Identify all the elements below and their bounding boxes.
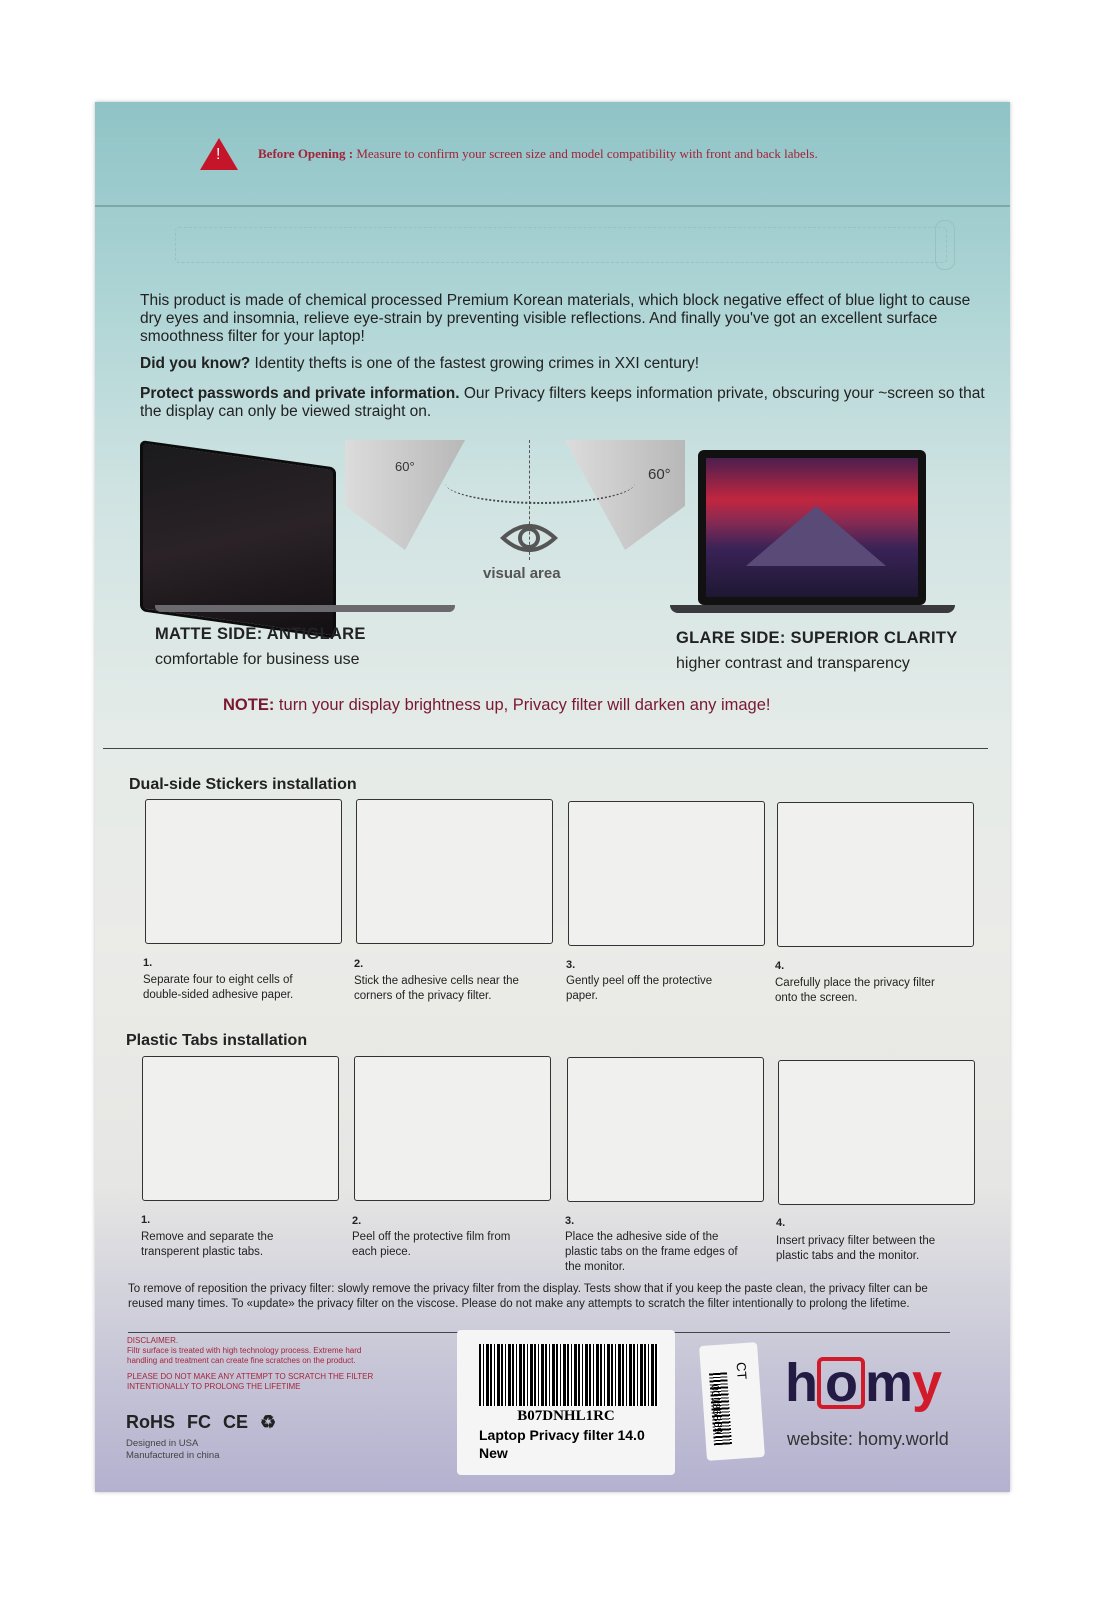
before-opening-warning: ! Before Opening : Measure to confirm yo… bbox=[200, 138, 818, 170]
tabs-step-2-text: Peel off the protective film from each p… bbox=[352, 1231, 511, 1258]
tabs-step-4-text: Insert privacy filter between the plasti… bbox=[776, 1235, 936, 1262]
tabs-step-1-number: 1. bbox=[141, 1214, 151, 1226]
viewing-arc bbox=[445, 462, 635, 504]
certifications: RoHS FC CE ♻ bbox=[126, 1412, 276, 1433]
brand-website: website: homy.world bbox=[787, 1429, 949, 1449]
brightness-note: NOTE: turn your display brightness up, P… bbox=[223, 696, 771, 714]
matte-laptop-image bbox=[135, 440, 460, 639]
origin-info: Designed in USA Manufactured in china bbox=[126, 1438, 220, 1461]
matte-side-title: MATTE SIDE: ANTIGLARE bbox=[155, 625, 366, 643]
tabs-step-4-illustration bbox=[778, 1060, 975, 1205]
glare-laptop-image bbox=[670, 450, 955, 615]
tabs-step-3-text: Place the adhesive side of the plastic t… bbox=[565, 1231, 738, 1273]
asin-code: B07DNHL1RC bbox=[517, 1408, 615, 1424]
tabs-step-4-number: 4. bbox=[776, 1217, 786, 1229]
dual-step-3-illustration bbox=[568, 801, 765, 946]
tabs-step-3-number: 3. bbox=[565, 1215, 575, 1227]
visual-area-label: visual area bbox=[483, 565, 561, 582]
dual-step-2-text: Stick the adhesive cells near the corner… bbox=[354, 975, 519, 1002]
warning-text: Before Opening : Measure to confirm your… bbox=[258, 146, 818, 161]
dual-step-4-number: 4. bbox=[775, 960, 785, 972]
flap-fold-line bbox=[95, 205, 1010, 207]
tabs-step-1-text: Remove and separate the transperent plas… bbox=[141, 1231, 274, 1258]
dual-step-3-number: 3. bbox=[566, 959, 576, 971]
dual-step-1-number: 1. bbox=[143, 957, 153, 969]
tabs-step-3-illustration bbox=[567, 1057, 764, 1202]
protect-info: Protect passwords and private informatio… bbox=[140, 385, 985, 420]
warning-triangle-icon: ! bbox=[200, 138, 238, 170]
recycle-icon: ♻ bbox=[260, 1412, 277, 1432]
plastic-tabs-title: Plastic Tabs installation bbox=[126, 1032, 308, 1049]
tear-strip[interactable] bbox=[175, 227, 947, 263]
dual-step-4-illustration bbox=[777, 802, 974, 947]
disclaimer: DISCLAIMER. Filtr surface is treated wit… bbox=[127, 1336, 374, 1391]
tabs-step-2-illustration bbox=[354, 1056, 551, 1201]
glare-side-subtitle: higher contrast and transparency bbox=[676, 655, 910, 672]
dual-step-1-illustration bbox=[145, 799, 342, 944]
section-divider bbox=[103, 748, 988, 749]
dual-step-1-text: Separate four to eight cells of double-s… bbox=[143, 974, 294, 1001]
did-you-know: Did you know? Identity thefts is one of … bbox=[140, 355, 700, 372]
barcode-label: B07DNHL1RC Laptop Privacy filter 14.0 Ne… bbox=[457, 1330, 675, 1475]
tabs-step-1-illustration bbox=[142, 1056, 339, 1201]
left-angle-label: 60° bbox=[395, 459, 415, 474]
intro-paragraph: This product is made of chemical process… bbox=[140, 292, 971, 345]
product-name: Laptop Privacy filter 14.0 New bbox=[479, 1427, 645, 1461]
barcode-icon bbox=[479, 1344, 659, 1406]
matte-side-subtitle: comfortable for business use bbox=[155, 651, 360, 668]
dual-step-2-illustration bbox=[356, 799, 553, 944]
ct-prefix: CT bbox=[733, 1361, 750, 1380]
ce-mark-icon: CE bbox=[223, 1412, 249, 1432]
tear-strip-pull-tab[interactable] bbox=[935, 220, 955, 270]
fc-mark-icon: FC bbox=[187, 1412, 211, 1432]
removal-instructions: To remove of reposition the privacy filt… bbox=[128, 1283, 928, 1310]
eye-icon bbox=[500, 524, 558, 552]
rohs-mark: RoHS bbox=[126, 1412, 175, 1432]
dual-side-title: Dual-side Stickers installation bbox=[129, 776, 357, 793]
dual-step-4-text: Carefully place the privacy filter onto … bbox=[775, 977, 935, 1004]
dual-step-2-number: 2. bbox=[354, 958, 364, 970]
tabs-step-2-number: 2. bbox=[352, 1215, 362, 1227]
ct-sticker: CT 00186869 bbox=[699, 1342, 765, 1461]
product-package-back: ! Before Opening : Measure to confirm yo… bbox=[95, 102, 1010, 1492]
glare-side-title: GLARE SIDE: SUPERIOR CLARITY bbox=[676, 629, 958, 647]
dual-step-3-text: Gently peel off the protective paper. bbox=[566, 975, 713, 1002]
right-angle-label: 60° bbox=[648, 466, 671, 483]
